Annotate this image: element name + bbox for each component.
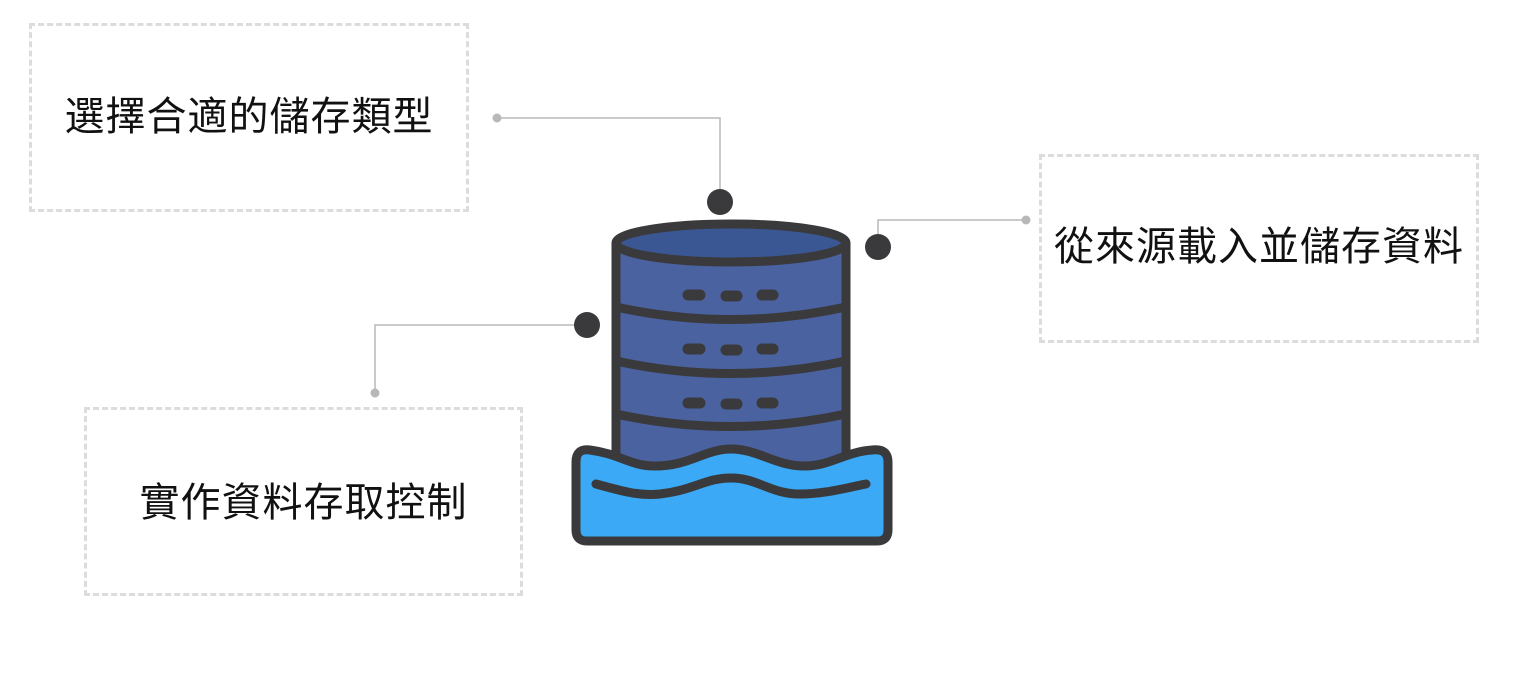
label-choose-storage-type: 選擇合適的儲存類型	[64, 93, 434, 140]
database-with-water-icon	[571, 219, 893, 546]
label-box-choose-storage-type: 選擇合適的儲存類型	[29, 23, 469, 212]
connector-access-control	[370, 312, 600, 398]
label-load-and-store-data: 從來源載入並儲存資料	[1054, 223, 1464, 270]
connector-storage-type	[492, 113, 733, 215]
label-implement-access-control: 實作資料存取控制	[139, 479, 468, 526]
label-box-load-and-store-data: 從來源載入並儲存資料	[1039, 154, 1479, 343]
label-box-implement-access-control: 實作資料存取控制	[84, 407, 523, 596]
connector-load-store	[865, 215, 1031, 260]
